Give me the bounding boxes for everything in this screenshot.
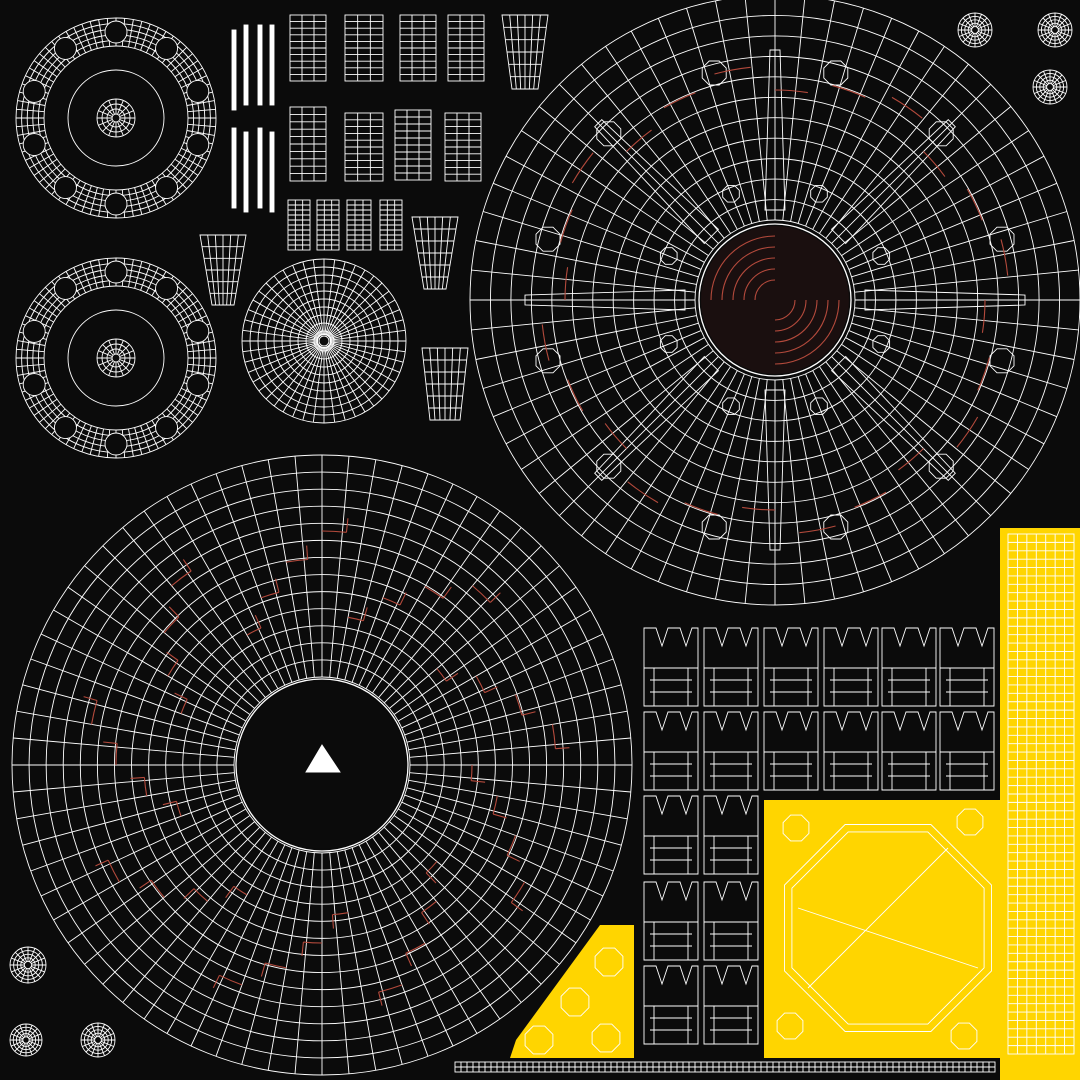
radial-dish-large (469, 0, 1080, 606)
tiny-disc-bl-2 (9, 1023, 43, 1057)
yellow-wedge-panel (510, 925, 634, 1058)
red-seams-large-disc (83, 518, 570, 1006)
radial-disc-large (11, 454, 633, 1076)
tube-mid (411, 216, 459, 290)
red-seam-group (83, 66, 1009, 1006)
grid-panels-top (231, 14, 485, 251)
yellow-tall-strip (1000, 528, 1080, 1080)
yellow-l-panel (764, 800, 1000, 1058)
tiny-disc-tr-3 (1032, 69, 1068, 105)
gear-ring-wheel-top (15, 17, 217, 219)
tiny-disc-tr-2 (1037, 12, 1073, 48)
tube-left (199, 234, 247, 306)
tube-small (421, 347, 469, 421)
red-seams-large-dish (541, 66, 1009, 534)
radial-dish-small (241, 258, 407, 424)
yellow-panel-wire (454, 533, 1075, 1073)
tube-top-right (501, 14, 549, 90)
tiny-disc-bl-1 (9, 946, 47, 984)
tiny-disc-bl-3 (80, 1022, 116, 1058)
yellow-panel-group (510, 528, 1080, 1080)
wireframe-group (9, 0, 1080, 1076)
tiny-disc-tr-1 (957, 12, 993, 48)
clip-blocks (643, 627, 995, 1045)
gear-ring-wheel-mid (15, 257, 217, 459)
